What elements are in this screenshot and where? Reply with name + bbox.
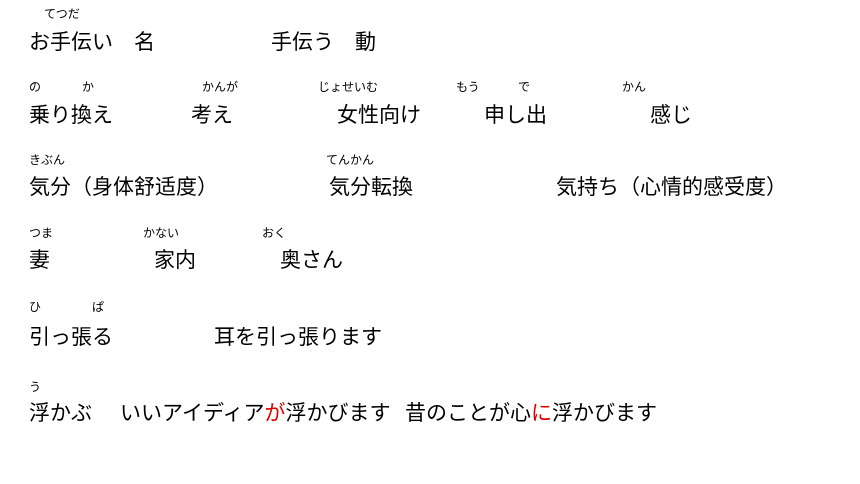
highlighted-particle: が: [264, 401, 286, 425]
vocab-word: 手伝う 動: [271, 30, 376, 54]
vocab-word: お手伝い 名: [29, 30, 155, 54]
furigana: きぶん: [29, 153, 66, 167]
furigana: じょせいむ: [318, 80, 379, 94]
sentence-text: 昔のことが心: [405, 401, 531, 425]
vocab-word: 気分（身体舒适度）: [29, 175, 218, 199]
furigana: てんかん: [326, 153, 375, 167]
vocab-word: 妻: [29, 248, 50, 272]
furigana: つま: [29, 226, 54, 240]
vocab-word: 気分転換: [329, 175, 413, 199]
furigana: の: [29, 80, 42, 94]
example-sentence: 昔のことが心に浮かびます: [405, 400, 657, 426]
vocab-word: 女性向け: [337, 103, 421, 127]
furigana: で: [518, 80, 531, 94]
furigana: おく: [262, 226, 287, 240]
vocab-word: 奥さん: [280, 248, 343, 272]
sentence-text: いいアイディア: [120, 401, 265, 425]
vocab-word: 浮かぶ: [29, 401, 92, 425]
vocab-word: 感じ: [650, 103, 692, 127]
vocab-word: 乗り換え: [29, 103, 113, 127]
furigana: う: [29, 380, 42, 394]
example-sentence: いいアイディアが浮かびます: [120, 400, 390, 426]
vocab-word: 申し出: [484, 103, 547, 127]
sentence-text: 浮かびます: [285, 401, 391, 425]
furigana: もう: [456, 80, 480, 94]
furigana: かない: [143, 226, 180, 240]
furigana: かんが: [202, 80, 239, 94]
furigana: かん: [622, 80, 647, 94]
vocab-word: 考え: [191, 103, 233, 127]
highlighted-particle: に: [531, 401, 552, 425]
furigana: ひ: [29, 300, 42, 314]
furigana: か: [82, 80, 95, 94]
vocab-word: 耳を引っ張ります: [214, 325, 382, 349]
furigana: てつだ: [44, 7, 80, 21]
sentence-text: 浮かびます: [552, 401, 657, 425]
vocab-word: 気持ち（心情的感受度）: [556, 175, 787, 199]
furigana: ぱ: [92, 300, 105, 314]
vocab-word: 家内: [154, 248, 196, 272]
vocab-word: 引っ張る: [29, 325, 113, 349]
